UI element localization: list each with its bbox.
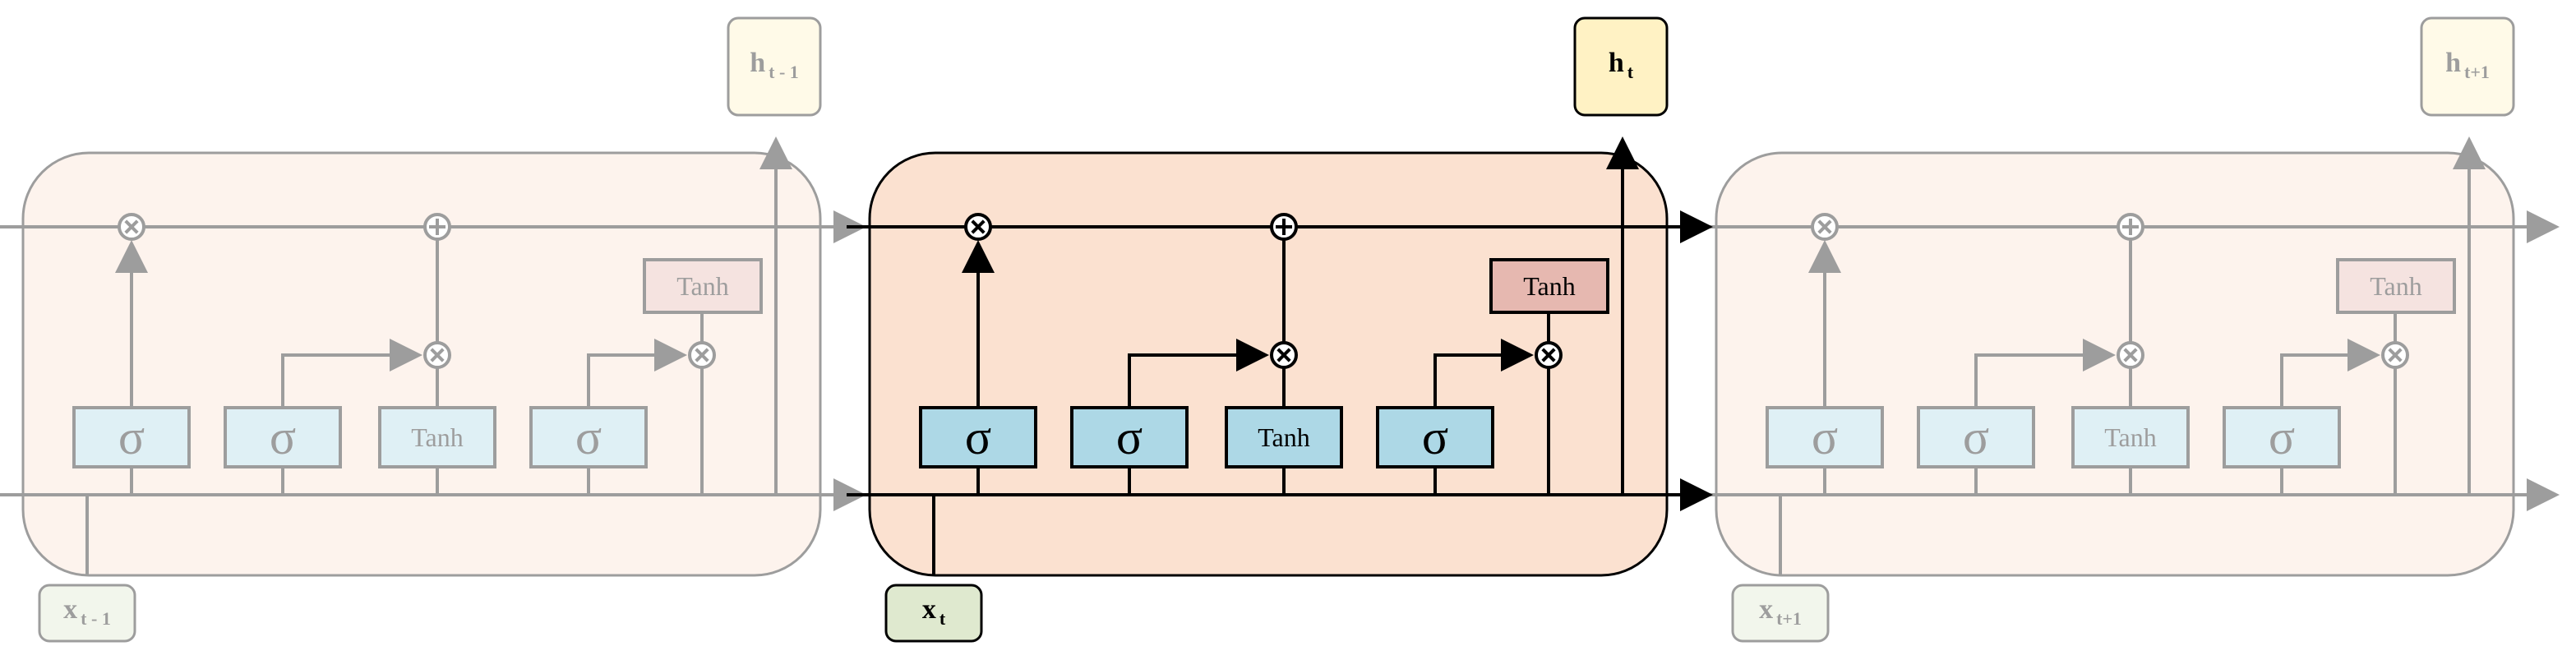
- x-input-label-box: [884, 584, 983, 643]
- h-output-label-sub: t+1: [2464, 62, 2490, 82]
- x-input-label-sub: t - 1: [81, 608, 111, 629]
- candidate-gate: Tanh: [2071, 406, 2190, 468]
- forget-gate-box: [72, 406, 191, 468]
- cell-tanh-box: [643, 258, 763, 314]
- output-multiply-op: [688, 341, 716, 369]
- candidate-gate-label: Tanh: [1258, 422, 1310, 452]
- output-gate-label: σ: [1422, 410, 1448, 464]
- x-input-label-sub: t: [939, 608, 946, 629]
- h-output-label-box: [2420, 16, 2515, 117]
- input-gate: σ: [224, 406, 342, 468]
- x-input-label-base: x: [1759, 594, 1773, 625]
- cell-add-op: [1270, 213, 1298, 241]
- input-multiply-op: [2117, 341, 2144, 369]
- forget-gate: σ: [1766, 406, 1884, 468]
- x-input-label-base: x: [922, 594, 936, 625]
- h-output-label-box: [1573, 16, 1669, 117]
- forget-multiply-op: [964, 213, 992, 241]
- input-gate-box: [224, 406, 342, 468]
- forget-gate-label: σ: [1812, 410, 1838, 464]
- h-output-label-base: h: [750, 48, 765, 78]
- output-gate-box: [2223, 406, 2341, 468]
- input-gate-arrow: [1128, 339, 1269, 408]
- cell-tanh-label: Tanh: [676, 271, 729, 301]
- cell-tanh-box: [1489, 258, 1609, 314]
- input-gate-label: σ: [270, 410, 296, 464]
- candidate-gate-label: Tanh: [411, 422, 464, 452]
- output-gate: σ: [529, 406, 648, 468]
- cell-tanh: Tanh: [643, 258, 763, 314]
- output-multiply-op: [2381, 341, 2409, 369]
- output-gate-arrow: [587, 339, 687, 408]
- candidate-gate: Tanh: [378, 406, 496, 468]
- output-gate-label: σ: [2269, 410, 2295, 464]
- output-gate: σ: [1376, 406, 1494, 468]
- input-gate: σ: [1070, 406, 1189, 468]
- input-gate: σ: [1917, 406, 2035, 468]
- cell-add-op: [2117, 213, 2144, 241]
- forget-multiply-op: [1811, 213, 1839, 241]
- output-gate-arrow: [2280, 339, 2380, 408]
- cell-tanh: Tanh: [1489, 258, 1609, 314]
- forget-multiply-op: [118, 213, 145, 241]
- output-gate-label: σ: [575, 410, 602, 464]
- input-gate-box: [1070, 406, 1189, 468]
- input-gate-arrow: [281, 339, 422, 408]
- output-multiply-op: [1535, 341, 1563, 369]
- cell-tanh-label: Tanh: [1523, 271, 1576, 301]
- forget-gate: σ: [919, 406, 1037, 468]
- candidate-gate-box: [378, 406, 496, 468]
- h-output-label-base: h: [1609, 48, 1624, 78]
- forget-gate-box: [919, 406, 1037, 468]
- forget-gate: σ: [72, 406, 191, 468]
- output-gate-box: [529, 406, 648, 468]
- cell-tanh-box: [2336, 258, 2456, 314]
- h-output-label-box: [727, 16, 822, 117]
- candidate-gate-box: [2071, 406, 2190, 468]
- forget-gate-box: [1766, 406, 1884, 468]
- h-output-label-sub: t - 1: [769, 62, 799, 82]
- x-input-label-sub: t+1: [1776, 608, 1802, 629]
- input-gate-arrow: [1974, 339, 2116, 408]
- x-input-label-box: [38, 584, 136, 643]
- input-gate-label: σ: [1963, 410, 1989, 464]
- output-gate: σ: [2223, 406, 2341, 468]
- x-input-label-box: [1731, 584, 1830, 643]
- h-output-label-base: h: [2445, 48, 2461, 78]
- x-input-label-base: x: [63, 594, 77, 625]
- h-output-label-sub: t: [1627, 62, 1634, 82]
- cell-tanh: Tanh: [2336, 258, 2456, 314]
- forget-gate-label: σ: [118, 410, 145, 464]
- input-gate-box: [1917, 406, 2035, 468]
- cell-tanh-label: Tanh: [2370, 271, 2422, 301]
- input-multiply-op: [423, 341, 451, 369]
- candidate-gate-label: Tanh: [2104, 422, 2157, 452]
- candidate-gate-box: [1225, 406, 1343, 468]
- cell-add-op: [423, 213, 451, 241]
- input-multiply-op: [1270, 341, 1298, 369]
- candidate-gate: Tanh: [1225, 406, 1343, 468]
- output-gate-arrow: [1433, 339, 1534, 408]
- input-gate-label: σ: [1116, 410, 1143, 464]
- output-gate-box: [1376, 406, 1494, 468]
- forget-gate-label: σ: [965, 410, 991, 464]
